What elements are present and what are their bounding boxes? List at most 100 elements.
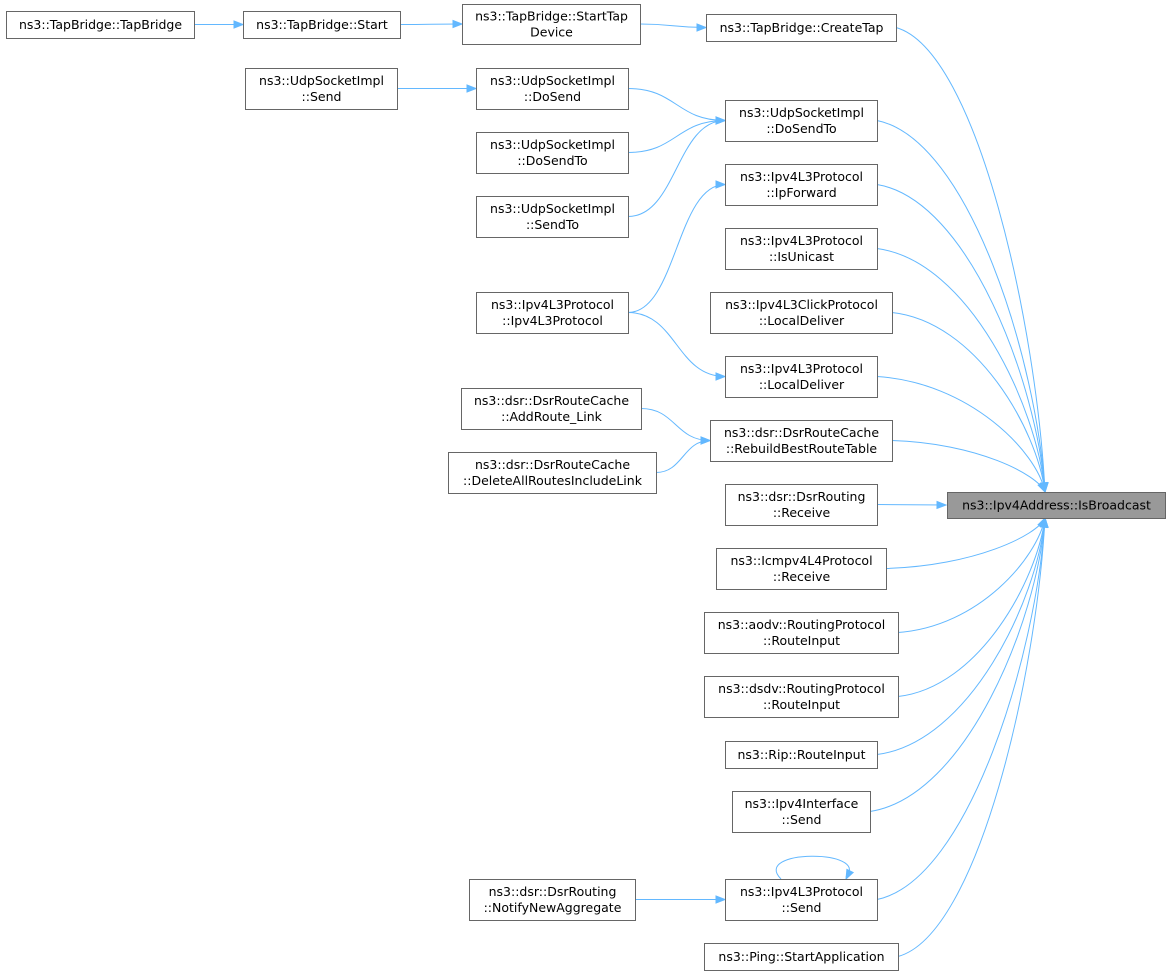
node-dsr-rebuildbestroutetable[interactable]: ns3::dsr::DsrRouteCache::RebuildBestRout… — [710, 420, 893, 462]
node-label: ns3::TapBridge::CreateTap — [720, 20, 884, 35]
node-udp-sendto[interactable]: ns3::UdpSocketImpl::SendTo — [476, 196, 629, 238]
node-label: ns3::UdpSocketImpl — [490, 73, 615, 88]
edge-rip_routeinput-to-ipv4address_isbroadcast — [876, 517, 1046, 755]
node-label: ::NotifyNewAggregate — [484, 900, 622, 915]
node-label: ::RouteInput — [763, 697, 840, 712]
node-udp-dosend[interactable]: ns3::UdpSocketImpl::DoSend — [476, 68, 629, 110]
node-rip-routeinput[interactable]: ns3::Rip::RouteInput — [725, 741, 878, 769]
edge-dsr_deleteallroutes-to-dsr_rebuildbestroutetable-arrow — [700, 436, 712, 445]
node-box — [710, 420, 893, 462]
node-ipv4l3-ipforward[interactable]: ns3::Ipv4L3Protocol::IpForward — [725, 164, 878, 206]
edge-dsr_deleteallroutes-to-dsr_rebuildbestroutetable — [655, 440, 711, 473]
node-label: ns3::Ipv4L3Protocol — [740, 884, 863, 899]
node-dsr-routing-receive[interactable]: ns3::dsr::DsrRouting::Receive — [725, 484, 878, 526]
node-label: ::Send — [782, 812, 822, 827]
node-box — [725, 100, 878, 142]
node-label: ::DeleteAllRoutesIncludeLink — [463, 473, 643, 488]
node-label: ::Receive — [773, 505, 831, 520]
node-label: ::RouteInput — [763, 633, 840, 648]
edge-ipv4l3_ipforward-to-ipv4address_isbroadcast — [876, 184, 1046, 493]
node-box — [725, 879, 878, 921]
node-dsdv-routeinput[interactable]: ns3::dsdv::RoutingProtocol::RouteInput — [704, 676, 899, 718]
node-label: ns3::UdpSocketImpl — [739, 105, 864, 120]
node-udp-send[interactable]: ns3::UdpSocketImpl::Send — [245, 68, 398, 110]
node-box — [243, 11, 401, 39]
edge-tapbridge_starttapdevice-to-tapbridge_createtap-arrow — [696, 23, 708, 32]
node-icmpv4-receive[interactable]: ns3::Icmpv4L4Protocol::Receive — [716, 548, 887, 590]
edge-ipv4interface_send-to-ipv4address_isbroadcast — [869, 517, 1046, 812]
edge-udp_dosendto_left-to-udp_dosendto_mid — [627, 120, 726, 153]
node-box — [469, 879, 636, 921]
edge-dsdv_routeinput-to-ipv4address_isbroadcast — [897, 517, 1046, 697]
call-edges — [194, 19, 1049, 957]
node-label: ::DoSendTo — [766, 121, 836, 136]
node-box — [710, 292, 893, 334]
node-ipv4l3-localdeliver[interactable]: ns3::Ipv4L3Protocol::LocalDeliver — [725, 356, 878, 398]
node-label: ns3::Rip::RouteInput — [738, 747, 866, 762]
node-label: ns3::UdpSocketImpl — [259, 73, 384, 88]
node-label: ns3::Ipv4L3Protocol — [491, 297, 614, 312]
edge-aodv_routeinput-to-ipv4address_isbroadcast — [897, 517, 1046, 633]
node-label: ns3::UdpSocketImpl — [490, 137, 615, 152]
node-label: ns3::TapBridge::TapBridge — [19, 17, 182, 32]
edge-tapbridge_starttapdevice-to-tapbridge_createtap — [639, 23, 707, 28]
node-box — [6, 11, 195, 39]
node-label: ns3::dsr::DsrRouting — [738, 489, 866, 504]
node-label: ::DoSend — [524, 89, 581, 104]
node-label: ::LocalDeliver — [759, 377, 845, 392]
edge-udp_dosend-to-udp_dosendto_mid — [627, 88, 726, 121]
node-aodv-routeinput[interactable]: ns3::aodv::RoutingProtocol::RouteInput — [704, 612, 899, 654]
node-ipv4l3-ctor[interactable]: ns3::Ipv4L3Protocol::Ipv4L3Protocol — [476, 292, 629, 334]
node-box — [725, 484, 878, 526]
edge-tapbridge_createtap-to-ipv4address_isbroadcast — [895, 27, 1046, 493]
node-tapbridge-tapbridge[interactable]: ns3::TapBridge::TapBridge — [6, 11, 195, 39]
node-ipv4address-isbroadcast[interactable]: ns3::Ipv4Address::IsBroadcast — [947, 492, 1166, 519]
edge-ipv4l3click_localdeliver-to-ipv4address_isbroadcast — [891, 312, 1046, 493]
node-dsr-addroute-link[interactable]: ns3::dsr::DsrRouteCache::AddRoute_Link — [461, 388, 642, 430]
node-box — [704, 676, 899, 718]
node-label: ns3::Ipv4L3Protocol — [740, 361, 863, 376]
node-label: ns3::dsr::DsrRouteCache — [475, 457, 630, 472]
node-udp-dosendto-mid[interactable]: ns3::UdpSocketImpl::DoSendTo — [725, 100, 878, 142]
node-box — [725, 164, 878, 206]
node-tapbridge-createtap[interactable]: ns3::TapBridge::CreateTap — [706, 14, 897, 42]
node-label: ns3::UdpSocketImpl — [490, 201, 615, 216]
node-dsr-deleteallroutes[interactable]: ns3::dsr::DsrRouteCache::DeleteAllRoutes… — [448, 452, 657, 494]
edge-ping_startapplication-to-ipv4address_isbroadcast — [897, 517, 1046, 957]
node-label: ns3::Ping::StartApplication — [718, 949, 884, 964]
edge-ipv4l3_localdeliver-to-ipv4address_isbroadcast — [876, 376, 1046, 493]
edge-udp_sendto-to-udp_dosendto_mid-arrow — [715, 116, 727, 125]
node-label: ns3::TapBridge::StartTap — [475, 9, 628, 24]
edge-icmpv4_receive-to-ipv4address_isbroadcast — [885, 517, 1046, 569]
node-ipv4l3-send[interactable]: ns3::Ipv4L3Protocol::Send — [725, 879, 878, 921]
node-box — [245, 68, 398, 110]
node-ping-startapplication[interactable]: ns3::Ping::StartApplication — [704, 943, 899, 971]
node-label: ns3::Ipv4L3ClickProtocol — [725, 297, 878, 312]
edge-ipv4l3_send-to-ipv4l3_send-arrow — [845, 868, 855, 881]
node-ipv4interface-send[interactable]: ns3::Ipv4Interface::Send — [732, 791, 871, 833]
node-box — [706, 14, 897, 42]
node-ipv4l3click-localdeliver[interactable]: ns3::Ipv4L3ClickProtocol::LocalDeliver — [710, 292, 893, 334]
edge-dsr_rebuildbestroutetable-to-ipv4address_isbroadcast-arrow — [1037, 481, 1046, 494]
node-udp-dosendto-left[interactable]: ns3::UdpSocketImpl::DoSendTo — [476, 132, 629, 174]
edge-dsr_routing_receive-to-ipv4address_isbroadcast-arrow — [936, 500, 948, 510]
node-box — [448, 452, 657, 494]
node-ipv4l3-isunicast[interactable]: ns3::Ipv4L3Protocol::IsUnicast — [725, 228, 878, 270]
edge-ping_startapplication-to-ipv4address_isbroadcast-arrow — [1040, 516, 1049, 528]
edge-tapbridge_start-to-tapbridge_starttapdevice-arrow — [452, 19, 464, 29]
edge-ipv4l3_ctor-to-ipv4l3_ipforward — [627, 184, 726, 313]
node-label: ::AddRoute_Link — [501, 409, 603, 424]
node-dsr-notifynewaggregate[interactable]: ns3::dsr::DsrRouting::NotifyNewAggregate — [469, 879, 636, 921]
node-label: ns3::TapBridge::Start — [256, 17, 388, 32]
node-box — [947, 492, 1166, 519]
node-box — [704, 943, 899, 971]
node-box — [476, 68, 629, 110]
node-label: ::Ipv4L3Protocol — [502, 313, 603, 328]
node-tapbridge-start[interactable]: ns3::TapBridge::Start — [243, 11, 401, 39]
edge-ipv4l3_send-to-ipv4address_isbroadcast — [876, 517, 1046, 900]
edge-dsr_rebuildbestroutetable-to-ipv4address_isbroadcast — [891, 440, 1046, 493]
node-label: ::RebuildBestRouteTable — [726, 441, 878, 456]
node-label: ::Receive — [773, 569, 831, 584]
